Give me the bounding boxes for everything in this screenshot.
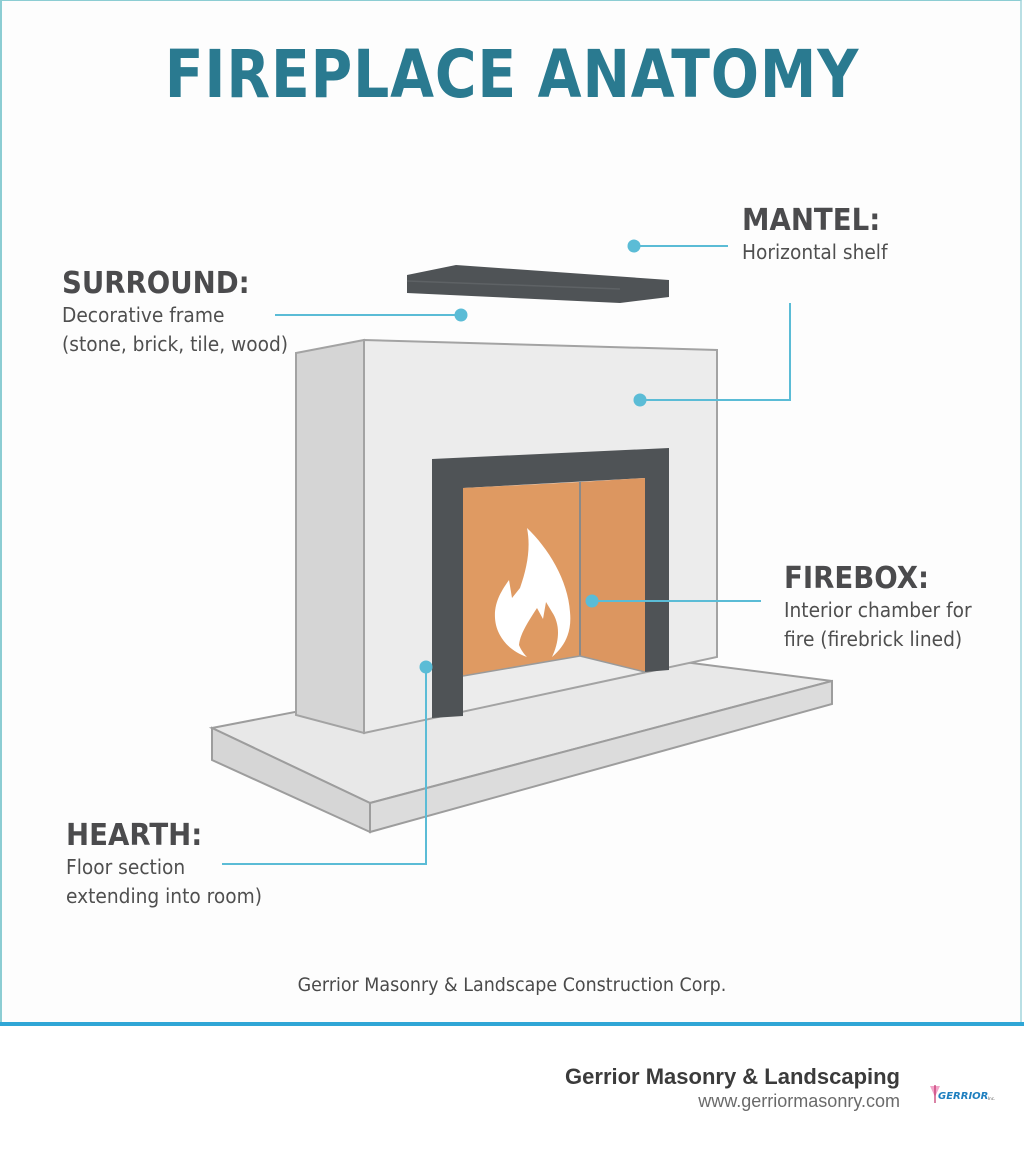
svg-text:Inc.: Inc.: [988, 1096, 995, 1101]
mantel-description: Horizontal shelf: [742, 240, 888, 264]
surround-callout-dot: [454, 308, 468, 322]
hearth-description-line1: Floor section: [66, 855, 186, 879]
surround-description-line2: (stone, brick, tile, wood): [62, 332, 289, 356]
hearth-description-line2: extending into room): [66, 884, 263, 908]
hearth-shape: [208, 650, 833, 834]
hearth-heading: HEARTH:: [66, 818, 203, 853]
firebox-heading: FIREBOX:: [784, 561, 930, 596]
footer-company-name: Gerrior Masonry & Landscaping: [565, 1064, 900, 1089]
hearth-label: HEARTH: Floor section extending into roo…: [66, 819, 277, 911]
page-title: FIREPLACE ANATOMY: [164, 36, 860, 113]
firebox-callout-dot: [585, 594, 599, 608]
firebox-description-line2: fire (firebrick lined): [784, 627, 963, 651]
firebox-label: FIREBOX: Interior chamber for fire (fire…: [784, 562, 986, 654]
callout-dots: [419, 239, 647, 674]
surround-face-callout-line: [640, 303, 791, 401]
credit-line: Gerrior Masonry & Landscape Construction…: [0, 974, 1024, 996]
mantel-shape: [406, 265, 669, 303]
callout-lines: [222, 245, 791, 865]
firebox-description-line1: Interior chamber for: [784, 598, 972, 622]
hearth-callout-dot: [419, 660, 433, 674]
surround-label: SURROUND: Decorative frame (stone, brick…: [62, 267, 305, 359]
fireplace-diagram: [208, 239, 833, 865]
company-logo: GERRIOR Inc.: [930, 1085, 995, 1103]
mantel-callout-dot: [627, 239, 641, 253]
credit-text: Gerrior Masonry & Landscape Construction…: [297, 974, 727, 996]
surround-heading: SURROUND:: [62, 266, 250, 301]
mantel-heading: MANTEL:: [742, 203, 881, 238]
footer-website-link[interactable]: www.gerriormasonry.com: [698, 1091, 900, 1111]
footer-divider: [0, 1022, 1024, 1026]
mantel-label: MANTEL: Horizontal shelf: [742, 204, 898, 267]
hearth-callout-line: [222, 667, 427, 865]
flame-icon: [494, 528, 571, 657]
surround-description-line1: Decorative frame: [62, 303, 225, 327]
firebox-shape: [432, 448, 669, 718]
logo-text: GERRIOR: [938, 1091, 988, 1102]
surround-face-callout-dot: [633, 393, 647, 407]
